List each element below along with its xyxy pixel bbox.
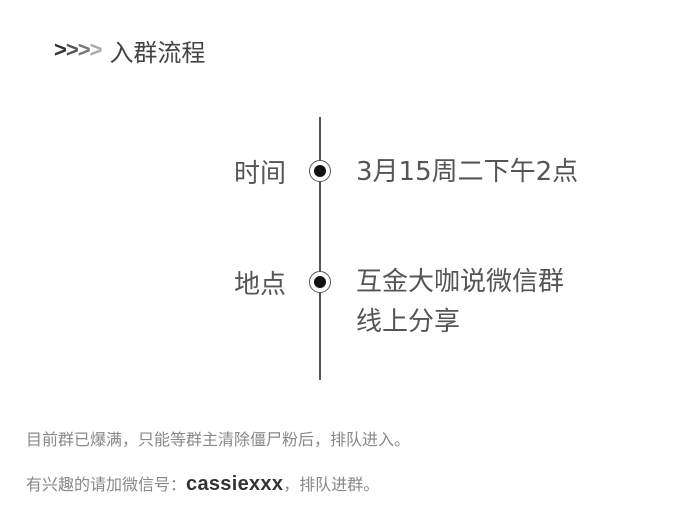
chevron-right-icon: > > > > (54, 37, 103, 63)
chevron-right-icon: > (54, 37, 67, 62)
chevron-right-icon: > (65, 37, 79, 62)
wechat-id[interactable]: cassiexxx (186, 473, 284, 495)
section-title: 入群流程 (109, 38, 206, 67)
contact-note-prefix: 有兴趣的请加微信号： (26, 475, 187, 494)
radio-dot-icon (309, 271, 331, 293)
group-full-note: 目前群已爆满，只能等群主清除僵尸粉后，排队进入。 (26, 430, 411, 449)
time-value: 3月15周二下午2点 (356, 157, 579, 187)
time-label: 时间 (233, 159, 286, 189)
place-value-line1: 互金大咖说微信群 (356, 267, 565, 297)
chevron-right-icon: > (77, 37, 91, 62)
place-label: 地点 (233, 270, 286, 300)
place-value: 互金大咖说微信群 线上分享 (356, 262, 564, 342)
chevron-right-icon: > (89, 37, 103, 62)
radio-dot-icon (309, 160, 331, 182)
timeline-line (319, 117, 321, 380)
place-value-line2: 线上分享 (356, 307, 461, 337)
contact-note: 有兴趣的请加微信号：cassiexxx，排队进群。 (26, 472, 379, 497)
contact-note-suffix: ，排队进群。 (283, 475, 380, 494)
section-header: > > > > 入群流程 (54, 32, 205, 68)
